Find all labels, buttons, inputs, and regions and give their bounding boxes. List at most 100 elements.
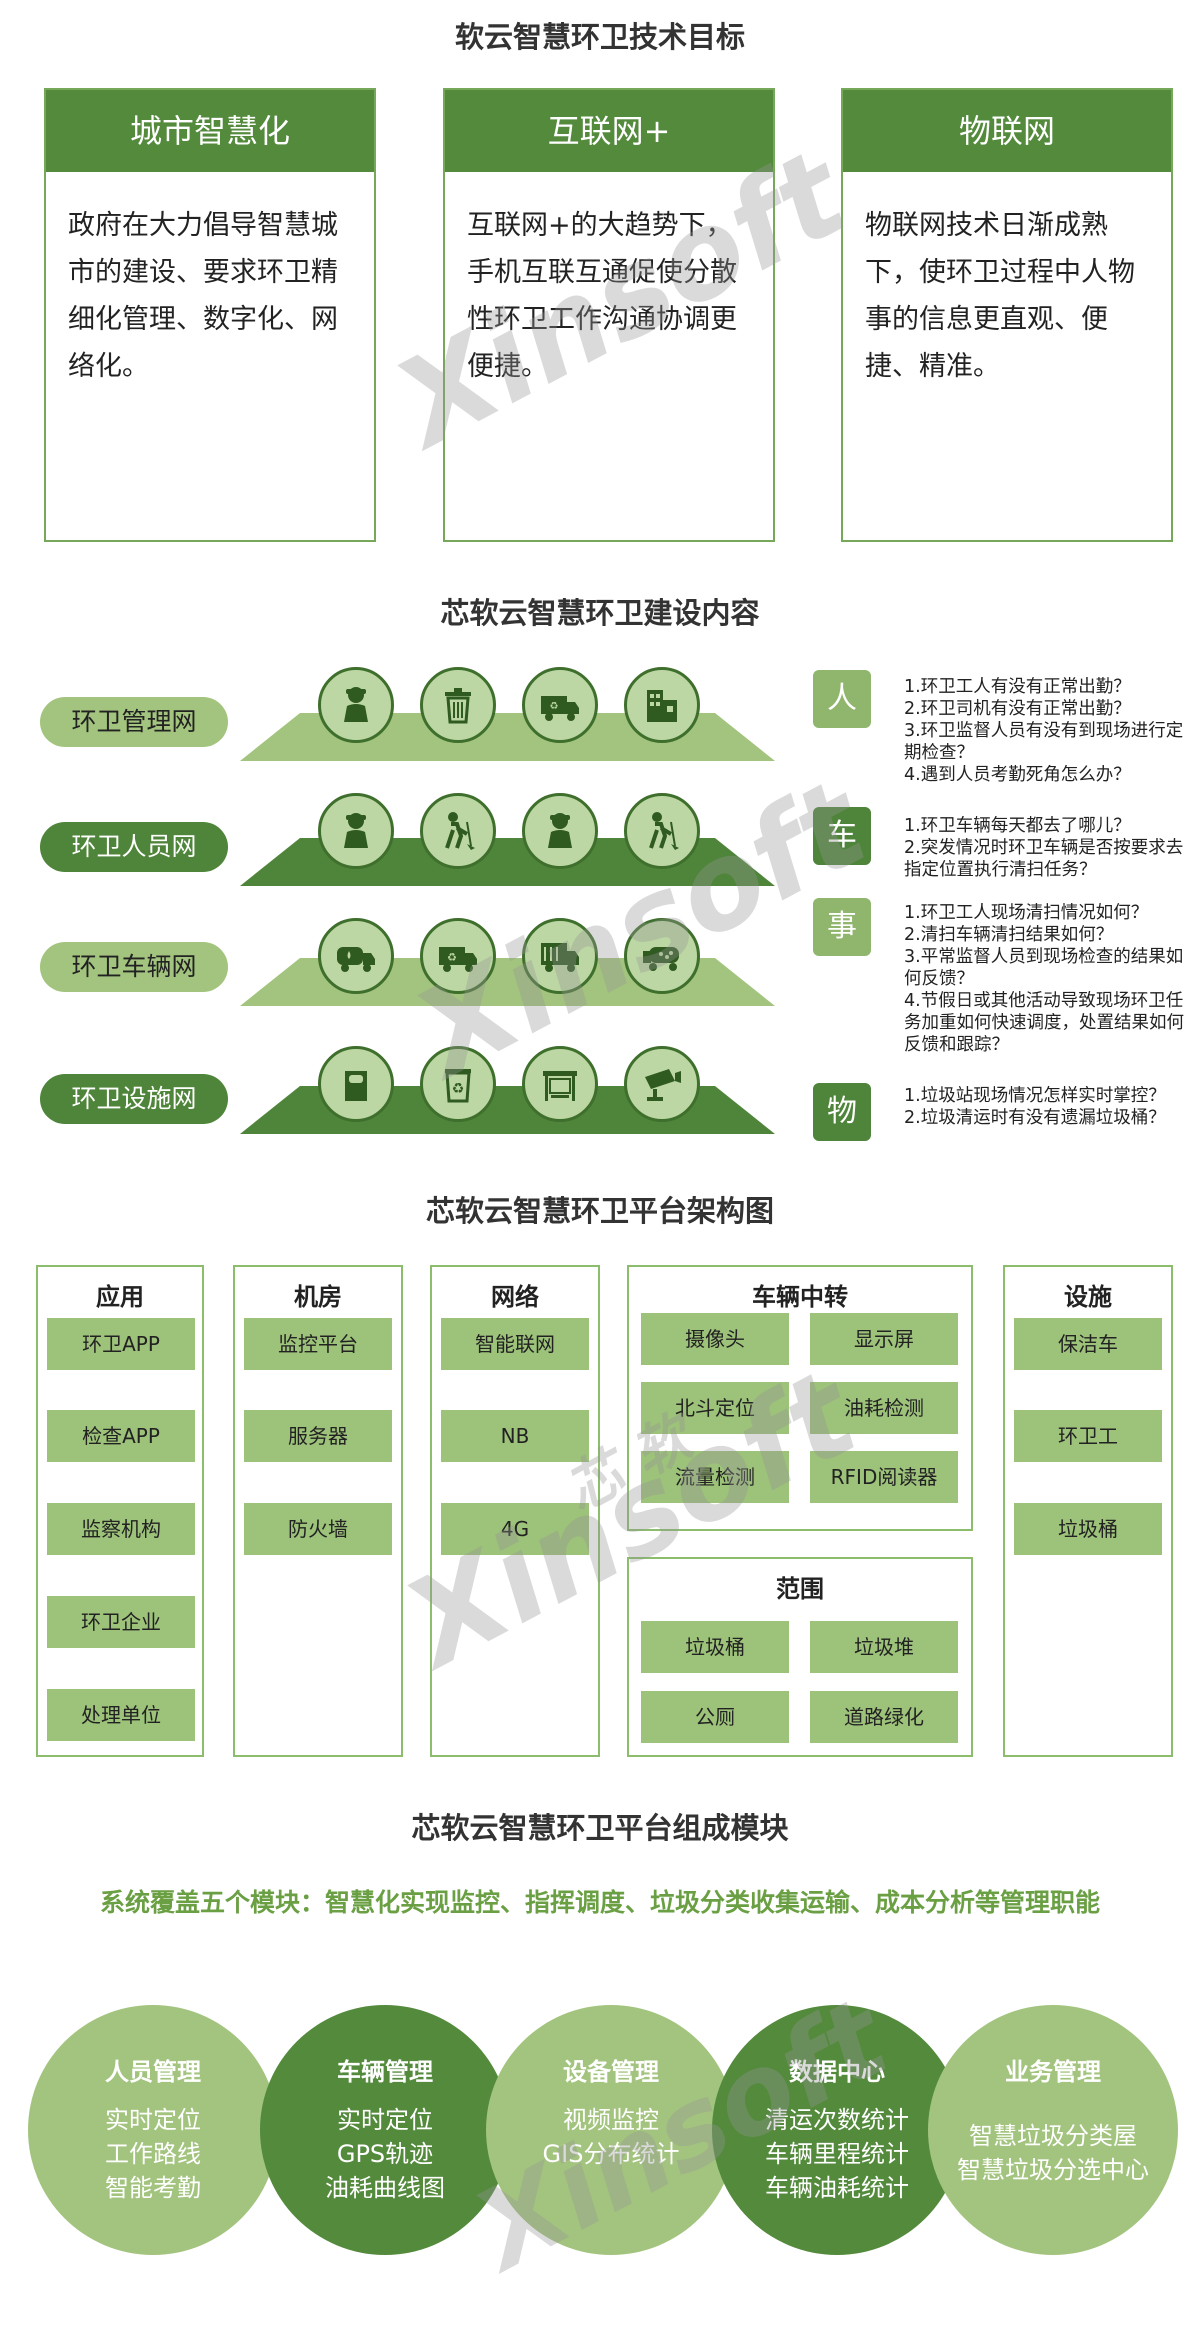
bus-stop-icon	[522, 1046, 598, 1122]
arch-column-network: 网络	[430, 1265, 600, 1757]
arch-item: 流量检测	[641, 1451, 789, 1503]
arch-item: 摄像头	[641, 1313, 789, 1365]
arch-item: 垃圾桶	[1014, 1503, 1162, 1555]
module-business: 业务管理 智慧垃圾分类屋 智慧垃圾分选中心	[938, 2055, 1168, 2187]
tank-truck-icon	[318, 918, 394, 994]
question-item: 2.环卫司机有没有正常出勤？	[904, 699, 1131, 719]
module-circle-staff	[28, 2005, 278, 2255]
category-event: 事	[813, 898, 871, 956]
arch-column-facility: 设施	[1003, 1265, 1173, 1757]
question-item: 3.环卫监督人员有没有到现场进行定期检查？	[904, 721, 1184, 763]
question-list-people: 1.环卫工人有没有正常出勤？ 2.环卫司机有没有正常出勤？ 3.环卫监督人员有没…	[904, 676, 1194, 786]
arch-column-title: 应用	[96, 1283, 144, 1311]
question-item: 4.遇到人员考勤死角怎么办？	[904, 765, 1131, 785]
section-title-goals: 软云智慧环卫技术目标	[454, 20, 745, 54]
arch-item: 智能联网	[441, 1318, 589, 1370]
building-icon	[624, 667, 700, 743]
question-list-object: 1.垃圾站现场情况怎样实时掌控？ 2.垃圾清运时有没有遗漏垃圾桶？	[904, 1085, 1194, 1129]
garbage-truck-icon: ♻	[522, 667, 598, 743]
module-vehicle: 车辆管理 实时定位 GPS轨迹 油耗曲线图	[270, 2055, 500, 2205]
module-circle-vehicle	[260, 2005, 510, 2255]
arch-column-title: 车辆中转	[752, 1283, 848, 1311]
question-item: 4.节假日或其他活动导致现场环卫任务加重如何快速调度，处置结果如何反馈和跟踪？	[904, 991, 1184, 1055]
question-item: 3.平常监督人员到现场检查的结果如何反馈？	[904, 947, 1184, 989]
arch-item: 监察机构	[47, 1503, 195, 1555]
recycle-bin-icon: ♻	[420, 1046, 496, 1122]
goal-card-iot: 物联网 物联网技术日渐成熟下，使环卫过程中人物事的信息更直观、便捷、精准。	[841, 88, 1173, 542]
arch-item: 4G	[441, 1503, 589, 1555]
arch-item: 监控平台	[244, 1318, 392, 1370]
arch-item: 垃圾堆	[810, 1621, 958, 1673]
svg-text:♻: ♻	[550, 701, 559, 712]
arch-item: 环卫工	[1014, 1410, 1162, 1462]
module-line: 智慧垃圾分类屋	[969, 2122, 1137, 2150]
module-line: 实时定位	[105, 2106, 201, 2134]
module-line: 智能考勤	[105, 2174, 201, 2202]
net-label-staff: 环卫人员网	[40, 822, 228, 872]
goal-card-internet: 互联网+ 互联网+的大趋势下，手机互联互通促使分散性环卫工作沟通协调更便捷。	[443, 88, 775, 542]
arch-item: 环卫企业	[47, 1596, 195, 1648]
module-title: 数据中心	[789, 2058, 885, 2086]
category-vehicle: 车	[813, 807, 871, 865]
category-people: 人	[813, 670, 871, 728]
modules-subtitle: 系统覆盖五个模块：智慧化实现监控、指挥调度、垃圾分类收集运输、成本分析等管理职能	[99, 1888, 1100, 1917]
goal-card-title: 互联网+	[445, 90, 773, 172]
module-data-center: 数据中心 清运次数统计 车辆里程统计 车辆油耗统计	[722, 2055, 952, 2205]
module-line: 油耗曲线图	[325, 2174, 445, 2202]
module-line: 工作路线	[105, 2140, 201, 2168]
module-line: 实时定位	[337, 2106, 433, 2134]
arch-item: 服务器	[244, 1410, 392, 1462]
module-circle-business	[928, 2005, 1178, 2255]
sweeper-icon	[420, 793, 496, 869]
module-line: GPS轨迹	[336, 2140, 434, 2168]
goal-card-text: 政府在大力倡导智慧城市的建设、要求环卫精细化管理、数字化、网络化。	[68, 210, 338, 382]
question-item: 1.环卫工人有没有正常出勤？	[904, 677, 1131, 697]
sweeper-icon	[624, 793, 700, 869]
module-staff: 人员管理 实时定位 工作路线 智能考勤	[38, 2055, 268, 2205]
arch-item: 道路绿化	[810, 1691, 958, 1743]
net-label-vehicle: 环卫车辆网	[40, 942, 228, 992]
worker-icon	[522, 793, 598, 869]
arch-item: 油耗检测	[810, 1382, 958, 1434]
module-line: 车辆油耗统计	[765, 2174, 909, 2202]
goal-card-city: 城市智慧化 政府在大力倡导智慧城市的建设、要求环卫精细化管理、数字化、网络化。	[44, 88, 376, 542]
module-line: GIS分布统计	[542, 2140, 680, 2168]
dump-truck-icon	[522, 918, 598, 994]
goal-card-text: 物联网技术日渐成熟下，使环卫过程中人物事的信息更直观、便捷、精准。	[865, 210, 1135, 382]
module-circle-equipment	[486, 2005, 736, 2255]
module-title: 业务管理	[1005, 2058, 1101, 2086]
module-line: 智慧垃圾分选中心	[957, 2156, 1149, 2184]
goal-card-text: 互联网+的大趋势下，手机互联互通促使分散性环卫工作沟通协调更便捷。	[467, 210, 737, 382]
section-title-modules: 芯软云智慧环卫平台组成模块	[411, 1811, 789, 1845]
question-item: 2.突发情况时环卫车辆是否按要求去指定位置执行清扫任务？	[904, 838, 1184, 880]
recycle-truck-icon: ♻	[420, 918, 496, 994]
arch-column-title: 范围	[776, 1575, 824, 1603]
module-line: 视频监控	[563, 2106, 659, 2134]
module-circle-data	[712, 2005, 962, 2255]
question-item: 2.垃圾清运时有没有遗漏垃圾桶？	[904, 1108, 1166, 1128]
arch-column-room: 机房	[233, 1265, 403, 1757]
question-item: 1.环卫车辆每天都去了哪儿？	[904, 816, 1131, 836]
module-title: 车辆管理	[337, 2058, 433, 2086]
arch-item: 环卫APP	[47, 1318, 195, 1370]
section-title-architecture: 芯软云智慧环卫平台架构图	[425, 1194, 774, 1228]
arch-item: 显示屏	[810, 1313, 958, 1365]
goal-card-title: 物联网	[843, 90, 1171, 172]
arch-column-scope: 范围	[627, 1557, 973, 1757]
arch-item: 公厕	[641, 1691, 789, 1743]
net-label-management: 环卫管理网	[40, 697, 228, 747]
svg-text:♻: ♻	[452, 1081, 465, 1097]
net-label-facility: 环卫设施网	[40, 1074, 228, 1124]
goal-card-title: 城市智慧化	[46, 90, 374, 172]
worker-icon	[318, 667, 394, 743]
question-list-vehicle: 1.环卫车辆每天都去了哪儿？ 2.突发情况时环卫车辆是否按要求去指定位置执行清扫…	[904, 815, 1194, 881]
arch-column-title: 设施	[1064, 1283, 1112, 1311]
section-title-construction: 芯软云智慧环卫建设内容	[440, 596, 760, 630]
trash-can-icon	[318, 1046, 394, 1122]
arch-item: 检查APP	[47, 1410, 195, 1462]
trash-bin-icon	[420, 667, 496, 743]
arch-item: 北斗定位	[641, 1382, 789, 1434]
module-equipment: 设备管理 视频监控 GIS分布统计	[496, 2055, 726, 2171]
arch-column-title: 网络	[491, 1283, 539, 1311]
arch-item: 防火墙	[244, 1503, 392, 1555]
